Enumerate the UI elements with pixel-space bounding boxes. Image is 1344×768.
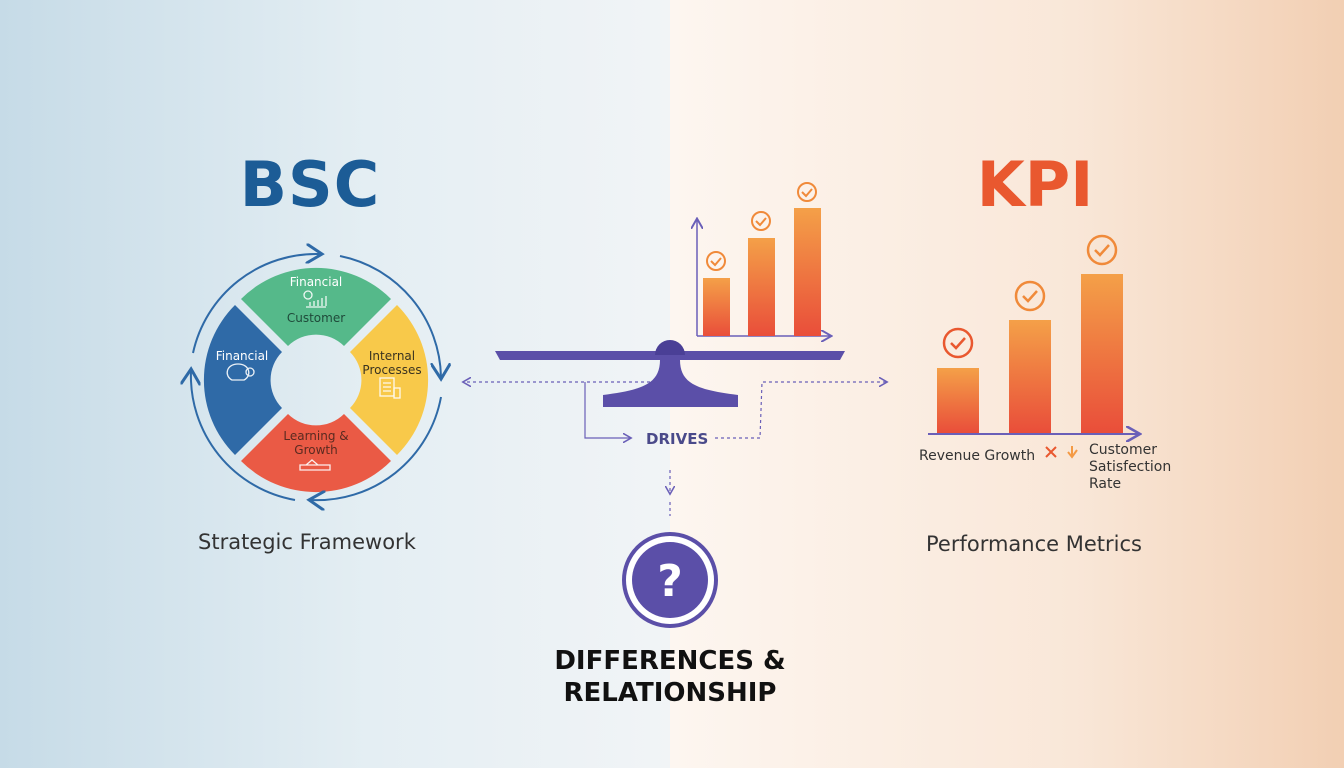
check-icon: [942, 327, 974, 359]
segment-label-learning-growth: Learning & Growth: [283, 429, 349, 457]
legend-customer-satisfaction: Customer Satisfection Rate: [1089, 442, 1172, 492]
cycle-arrows: [191, 254, 441, 500]
check-icon: [706, 251, 726, 271]
bsc-wheel: [191, 254, 441, 500]
center-bar-chart: [697, 182, 830, 336]
segment-internal-processes: [350, 305, 429, 455]
center-bar-2: [748, 238, 775, 336]
bottom-title-line2: RELATIONSHIP: [563, 678, 777, 708]
kpi-bar-2: [1009, 320, 1051, 433]
bottom-title: DIFFERENCES & RELATIONSHIP: [520, 645, 820, 709]
money-bag-icon: [226, 363, 255, 381]
balance-scale: [495, 340, 845, 407]
background-right: [670, 0, 1344, 768]
check-icon: [797, 182, 817, 202]
arrow-down-icon: [1067, 446, 1078, 459]
connectors: [464, 382, 886, 516]
cross-icon: [1045, 446, 1057, 458]
tools-icon: [299, 459, 331, 471]
kpi-bar-1: [937, 368, 979, 433]
segment-label-financial: Financial: [215, 349, 269, 363]
center-bar-3: [794, 208, 821, 336]
drives-label: DRIVES: [646, 430, 709, 448]
background-left: [0, 0, 670, 768]
legend-revenue-growth: Revenue Growth: [919, 448, 1036, 464]
segment-label-financial-top: Financial: [289, 275, 343, 289]
kpi-subtitle: Performance Metrics: [926, 532, 1142, 556]
segment-learning-growth: [241, 414, 391, 493]
bsc-subtitle: Strategic Framework: [198, 530, 416, 554]
document-icon: [379, 377, 401, 399]
check-icon: [751, 211, 771, 231]
kpi-bar-3: [1081, 274, 1123, 433]
growth-chart-icon: [303, 290, 327, 308]
check-icon: [1014, 280, 1046, 312]
check-icon: [1086, 234, 1118, 266]
kpi-title: KPI: [976, 148, 1094, 221]
center-bar-1: [703, 278, 730, 336]
question-icon: ?: [622, 532, 718, 628]
svg-text:?: ?: [657, 556, 683, 607]
bsc-title: BSC: [239, 148, 381, 221]
segment-label-internal-processes: Internal Processes: [362, 349, 422, 377]
kpi-bar-chart: [928, 234, 1138, 459]
bottom-title-line1: DIFFERENCES &: [554, 646, 786, 676]
segment-label-customer: Customer: [286, 311, 346, 325]
